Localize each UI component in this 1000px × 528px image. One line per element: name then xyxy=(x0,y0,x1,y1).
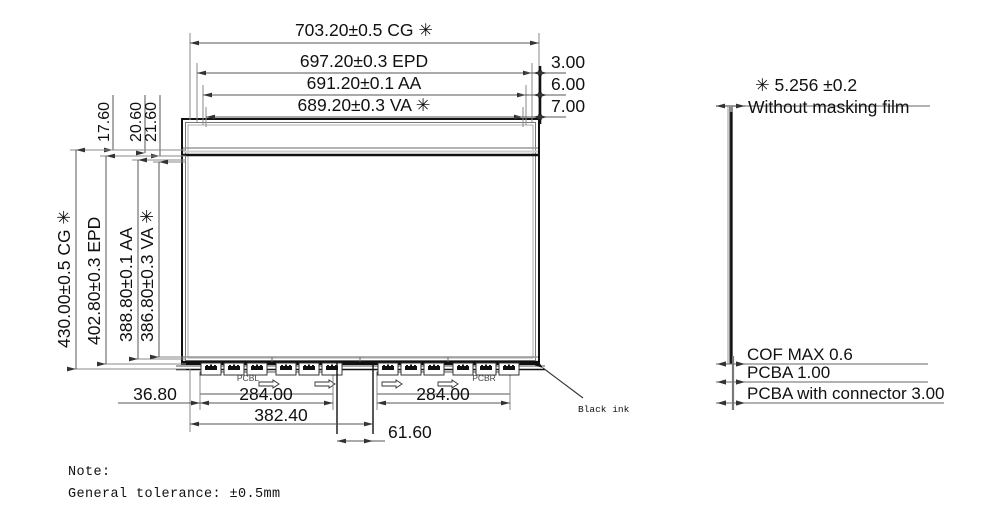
right-offset-dimensions: 3.00 6.00 7.00 xyxy=(516,52,585,124)
dim-label-va-vertical: 386.80±0.3 VA ✳ xyxy=(137,209,157,342)
notes-line-1: General tolerance: ±0.5mm xyxy=(68,487,281,502)
side-thickness-label: ✳ 5.256 ±0.2 xyxy=(755,75,857,95)
dim-label-top-21: 21.60 xyxy=(143,102,160,142)
pcbr-label: PCBR xyxy=(472,373,496,383)
dim-label-382-40: 382.40 xyxy=(254,405,308,425)
top-dimension-stack: 703.20±0.5 CG ✳ 697.20±0.3 EPD 691.20±0.… xyxy=(189,20,540,127)
dim-label-top-20: 20.60 xyxy=(128,102,145,142)
dim-label-36-80: 36.80 xyxy=(133,384,177,404)
pcbl-label: PCBL xyxy=(237,373,259,383)
side-section-view: COF MAX 0.6 PCBA 1.00 PCBA with connecto… xyxy=(716,75,945,410)
side-label-pcba: PCBA 1.00 xyxy=(747,363,830,382)
dim-label-284-right: 284.00 xyxy=(416,384,470,404)
dim-label-aa-vertical: 388.80±0.1 AA xyxy=(116,227,136,342)
notes-heading: Note: xyxy=(68,465,111,480)
side-label-cof: COF MAX 0.6 xyxy=(747,345,853,364)
pcbl-connectors xyxy=(200,362,343,376)
dim-label-61-60: 61.60 xyxy=(388,422,432,442)
cable-direction-arrows xyxy=(258,379,459,389)
dim-label-offset-6: 6.00 xyxy=(551,74,585,94)
dim-label-top-17: 17.60 xyxy=(96,102,113,142)
pcbr-connectors xyxy=(377,362,520,376)
side-thickness-sublabel: Without masking film xyxy=(748,97,909,117)
pcb-connector-group xyxy=(199,362,520,434)
dim-label-cg-horizontal: 703.20±0.5 CG ✳ xyxy=(295,20,433,40)
dim-label-offset-7: 7.00 xyxy=(551,96,585,116)
top-left-offset-dimensions: 17.60 20.60 21.60 xyxy=(96,95,161,159)
dim-label-aa-horizontal: 691.20±0.1 AA xyxy=(307,73,422,93)
cover-glass-outline xyxy=(181,118,540,365)
dim-label-va-horizontal: 689.20±0.3 VA ✳ xyxy=(298,95,431,115)
left-dimension-stack: 430.00±0.5 CG ✳ 402.80±0.3 EPD 388.80±0.… xyxy=(54,147,186,372)
black-ink-label: Black ink xyxy=(578,404,630,415)
side-label-pcba-connector: PCBA with connector 3.00 xyxy=(747,384,945,403)
dim-label-epd-vertical: 402.80±0.3 EPD xyxy=(84,217,104,345)
notes-block: Note: General tolerance: ±0.5mm xyxy=(68,462,281,506)
dim-label-cg-vertical: 430.00±0.5 CG ✳ xyxy=(54,210,74,348)
bottom-dimension-stack: 36.80 284.00 284.00 382.40 61.60 xyxy=(118,369,511,444)
black-ink-callout: Black ink xyxy=(534,361,630,415)
front-view-panel xyxy=(176,118,545,371)
dim-label-offset-3: 3.00 xyxy=(551,52,585,72)
dim-label-284-left: 284.00 xyxy=(239,384,293,404)
dim-label-epd-horizontal: 697.20±0.3 EPD xyxy=(300,51,428,71)
